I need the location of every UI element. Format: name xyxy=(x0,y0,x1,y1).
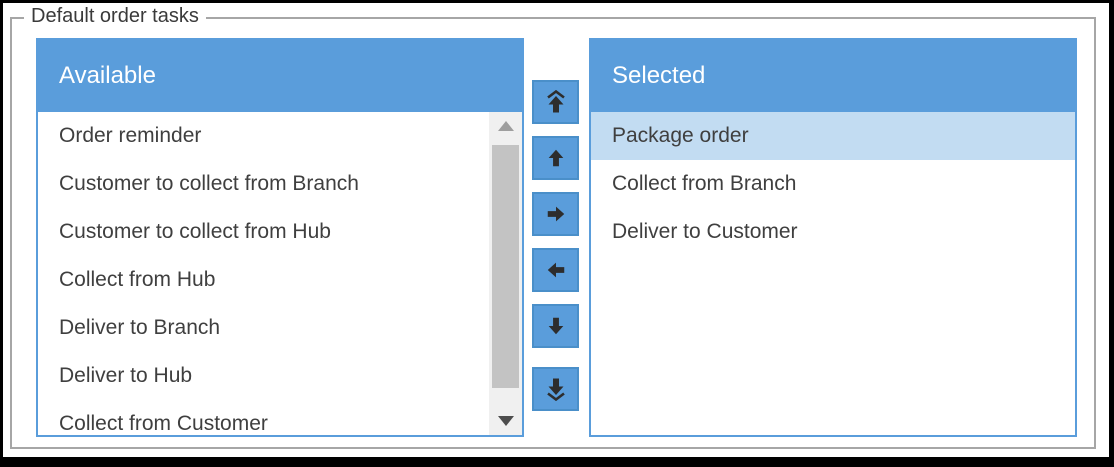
list-item[interactable]: Collect from Branch xyxy=(612,172,797,195)
list-item[interactable]: Deliver to Customer xyxy=(612,220,798,243)
scrollbar-down-icon[interactable] xyxy=(489,407,522,435)
available-scrollbar[interactable] xyxy=(489,112,522,435)
scrollbar-thumb[interactable] xyxy=(492,145,519,388)
move-right-button[interactable] xyxy=(532,192,579,236)
double-arrow-down-icon xyxy=(544,377,568,401)
arrow-down-icon xyxy=(545,315,567,337)
list-item[interactable]: Package order xyxy=(591,112,1075,160)
scrollbar-up-icon[interactable] xyxy=(489,112,522,140)
list-item[interactable]: Collect from Hub xyxy=(59,268,216,291)
list-item[interactable]: Deliver to Hub xyxy=(59,364,193,387)
list-item[interactable]: Customer to collect from Hub xyxy=(59,220,331,243)
group-legend: Default order tasks xyxy=(24,5,206,28)
default-order-tasks-group: Default order tasks Available Order remi… xyxy=(10,5,1096,449)
list-item[interactable]: Customer to collect from Branch xyxy=(59,172,359,195)
list-item[interactable]: Deliver to Branch xyxy=(59,316,221,339)
move-up-button[interactable] xyxy=(532,136,579,180)
arrow-left-icon xyxy=(545,259,567,281)
move-down-button[interactable] xyxy=(532,304,579,348)
arrow-right-icon xyxy=(545,203,567,225)
move-to-top-button[interactable] xyxy=(532,80,579,124)
list-item[interactable]: Order reminder xyxy=(59,124,202,147)
selected-list-header: Selected xyxy=(591,40,1075,112)
arrow-up-icon xyxy=(545,147,567,169)
double-arrow-up-icon xyxy=(544,90,568,114)
move-left-button[interactable] xyxy=(532,248,579,292)
move-to-bottom-button[interactable] xyxy=(532,367,579,411)
list-item[interactable]: Collect from Customer xyxy=(59,412,268,435)
available-list-header: Available xyxy=(38,40,522,112)
